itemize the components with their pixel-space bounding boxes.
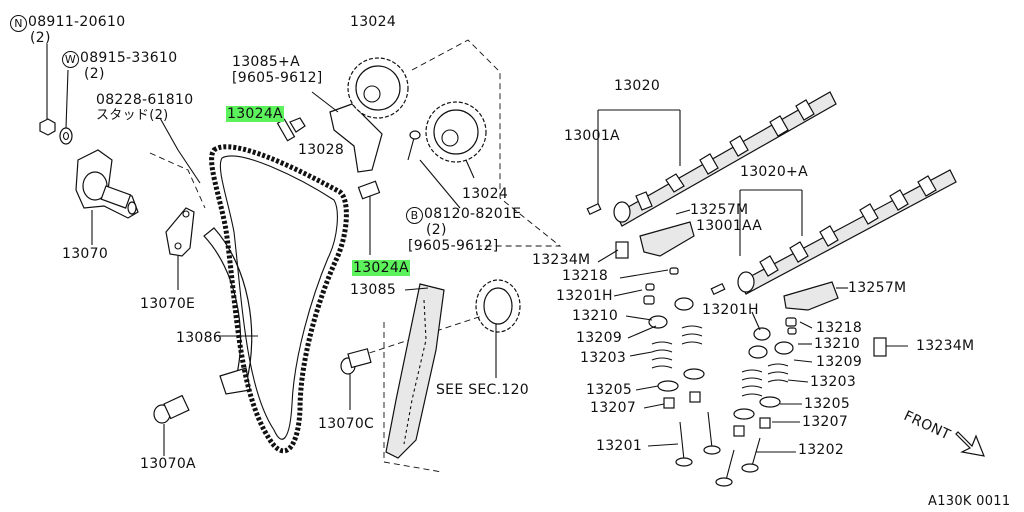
stud-bolt-icon	[149, 117, 206, 209]
part-number: 08915-33610	[80, 50, 178, 66]
valve-train-left-icon	[643, 267, 721, 467]
label-13085a-range: [9605-9612]	[232, 70, 323, 86]
label-stud: スタッド(2)	[96, 108, 169, 123]
drawing-id: A130K 0011	[928, 494, 1011, 509]
label-13086: 13086	[176, 330, 223, 346]
callout-n-icon: N	[10, 15, 27, 32]
label-13207-right: 13207	[802, 414, 849, 430]
gasket-icon	[165, 207, 195, 290]
rocker-arm-left-icon	[615, 221, 695, 259]
guide-pin-icon	[340, 348, 372, 410]
label-13024-top: 13024	[350, 14, 397, 30]
label-13202: 13202	[798, 442, 845, 458]
camshaft-sprocket-upper-icon	[347, 57, 409, 119]
label-08911-qty: (2)	[30, 30, 51, 46]
leader-lines	[597, 209, 848, 453]
front-arrow-icon	[955, 431, 985, 457]
part-number: 08911-20610	[28, 14, 126, 30]
label-13201h-left: 13201H	[556, 288, 613, 304]
label-08120-qty: (2)	[426, 222, 447, 238]
camshaft-exhaust-icon	[586, 91, 837, 227]
callout-w-icon: W	[62, 51, 79, 68]
label-13020: 13020	[614, 78, 661, 94]
label-13257m-top: 13257M	[690, 202, 749, 218]
timing-chain-icon	[209, 144, 349, 454]
label-13024a-top: 13024A	[226, 106, 284, 122]
rocker-arm-right-icon	[783, 281, 908, 357]
camshaft-intake-icon	[710, 169, 957, 296]
label-13210-left: 13210	[572, 308, 619, 324]
label-13070a: 13070A	[140, 456, 196, 472]
label-13085: 13085	[350, 282, 397, 298]
label-08120-range: [9605-9612]	[408, 238, 499, 254]
label-13205-left: 13205	[586, 382, 633, 398]
label-13070e: 13070E	[140, 296, 196, 312]
label-13201h-right: 13201H	[702, 302, 759, 318]
label-13001a: 13001A	[564, 128, 620, 144]
label-13024a-mid: 13024A	[352, 260, 410, 276]
label-13203-right: 13203	[810, 374, 857, 390]
label-13210-right: 13210	[814, 336, 861, 352]
part-number: 08120-8201E	[424, 206, 522, 222]
label-13001aa: 13001AA	[696, 218, 763, 234]
label-13218-left: 13218	[562, 268, 609, 284]
label-13209-left: 13209	[576, 330, 623, 346]
label-13070: 13070	[62, 246, 109, 262]
nut-icon	[39, 44, 56, 136]
label-13207-left: 13207	[590, 400, 637, 416]
label-13234m-left: 13234M	[532, 252, 591, 268]
guide-bolt-icon	[153, 394, 190, 456]
label-13085a: 13085+A	[232, 54, 300, 70]
callout-b-icon: B	[406, 207, 423, 224]
camshaft-sprocket-lower-icon	[425, 101, 487, 163]
label-13020a: 13020+A	[740, 164, 808, 180]
label-13205-right: 13205	[804, 396, 851, 412]
label-13028: 13028	[298, 142, 345, 158]
washer-icon	[59, 69, 73, 145]
label-08228-61810: 08228-61810	[96, 92, 194, 108]
label-see-sec: SEE SEC.120	[436, 382, 530, 398]
label-13203-left: 13203	[580, 350, 627, 366]
cam-bolt-lower-icon	[357, 180, 381, 255]
label-13024-mid: 13024	[462, 186, 509, 202]
tension-guide-icon	[383, 283, 445, 473]
cam-bolt-icon	[276, 117, 306, 142]
label-13070c: 13070C	[318, 416, 375, 432]
label-13201: 13201	[596, 438, 643, 454]
label-13218-right: 13218	[816, 320, 863, 336]
label-13209-right: 13209	[816, 354, 863, 370]
guide-bolt-small-icon	[407, 130, 421, 161]
chain-tensioner-icon	[75, 149, 139, 245]
label-13257m-right: 13257M	[848, 280, 907, 296]
label-13234m-right: 13234M	[916, 338, 975, 354]
label-08915-qty: (2)	[84, 66, 105, 82]
valve-train-right-icon	[715, 317, 797, 487]
